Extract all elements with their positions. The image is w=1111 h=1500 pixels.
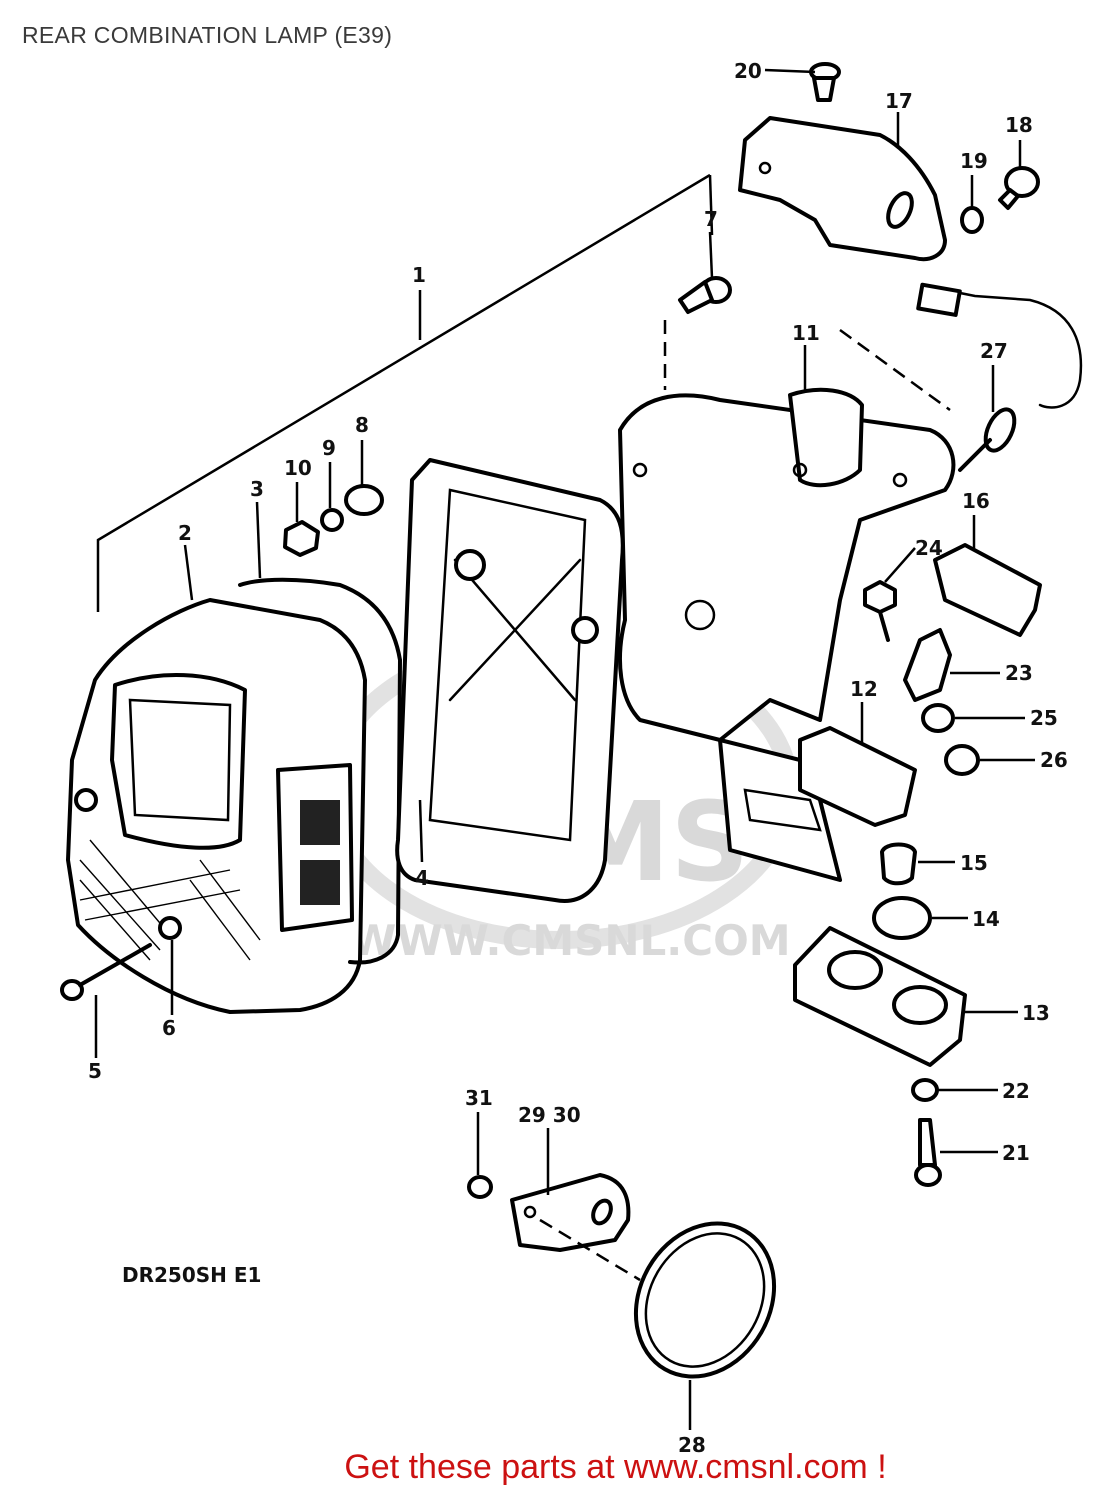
- part-label-7: 7: [704, 207, 718, 231]
- main-bracket: [618, 387, 956, 882]
- part-label-15: 15: [960, 851, 988, 875]
- nut-10: [283, 520, 320, 557]
- bracket-12: [798, 726, 917, 827]
- assembly-lines: [539, 320, 951, 1282]
- collar-25: [921, 703, 955, 733]
- plate-13: [793, 926, 967, 1067]
- reflector-bracket-29-30: [510, 1173, 631, 1252]
- part-label-10: 10: [284, 456, 312, 480]
- washer-8: [344, 484, 384, 516]
- get-parts-link[interactable]: Get these parts at www.cmsnl.com !: [0, 1448, 1111, 1487]
- part-label-1: 1: [412, 263, 426, 287]
- part-label-27: 27: [980, 339, 1008, 363]
- part-label-31: 31: [465, 1086, 493, 1110]
- model-code: DR250SH E1: [122, 1263, 261, 1287]
- part-label-29-30: 29 30: [518, 1103, 581, 1127]
- lamp-lens-housing: [66, 598, 367, 1014]
- bolt-20: [809, 62, 841, 102]
- part-label-6: 6: [162, 1016, 176, 1040]
- screw-7: [678, 276, 732, 314]
- upper-bracket: [738, 116, 947, 261]
- get-parts-link-text[interactable]: Get these parts at www.cmsnl.com !: [344, 1448, 887, 1486]
- washer-19: [960, 206, 984, 234]
- part-label-24: 24: [915, 536, 943, 560]
- part-label-26: 26: [1040, 748, 1068, 772]
- diagram-title: REAR COMBINATION LAMP (E39): [22, 22, 393, 48]
- part-label-8: 8: [355, 413, 369, 437]
- lamp-base-frame: [395, 458, 625, 903]
- part-label-18: 18: [1005, 113, 1033, 137]
- collar-15: [880, 842, 917, 886]
- part-label-22: 22: [1002, 1079, 1030, 1103]
- part-label-19: 19: [960, 149, 988, 173]
- washer-22: [911, 1078, 939, 1102]
- part-label-12: 12: [850, 677, 878, 701]
- part-label-25: 25: [1030, 706, 1058, 730]
- part-labels: 20 17 18 19 7 1 11 27 8 9 10 3 16 2 24 2…: [88, 59, 1068, 1457]
- part-label-28: 28: [678, 1433, 706, 1457]
- part-label-14: 14: [972, 907, 1000, 931]
- cover-16: [933, 543, 1042, 637]
- bolt-21: [914, 1118, 942, 1187]
- part-label-17: 17: [885, 89, 913, 113]
- nut-31: [467, 1175, 493, 1199]
- part-label-2: 2: [178, 521, 192, 545]
- part-label-5: 5: [88, 1059, 102, 1083]
- watermark-url-text: WWW.CMSNL.COM: [350, 916, 791, 965]
- screw-5: [60, 943, 152, 1001]
- lock-washer-9: [320, 508, 344, 532]
- bolt-24: [863, 580, 897, 642]
- part-label-9: 9: [322, 436, 336, 460]
- part-label-4: 4: [415, 866, 429, 890]
- lamp-gasket: [238, 577, 402, 965]
- part-label-13: 13: [1022, 1001, 1050, 1025]
- grommet-14: [872, 896, 932, 940]
- reflector-28: [633, 1221, 777, 1379]
- nut-26: [944, 744, 980, 776]
- part-label-23: 23: [1005, 661, 1033, 685]
- leader-lines: [94, 68, 1035, 1430]
- part-label-11: 11: [792, 321, 820, 345]
- wire-harness: [916, 282, 1083, 472]
- clamp-23: [903, 628, 952, 702]
- part-label-16: 16: [962, 489, 990, 513]
- part-label-3: 3: [250, 477, 264, 501]
- part-label-20: 20: [734, 59, 762, 83]
- bolt-18: [998, 166, 1040, 210]
- part-label-21: 21: [1002, 1141, 1030, 1165]
- assembly-bracket-1: [96, 173, 714, 612]
